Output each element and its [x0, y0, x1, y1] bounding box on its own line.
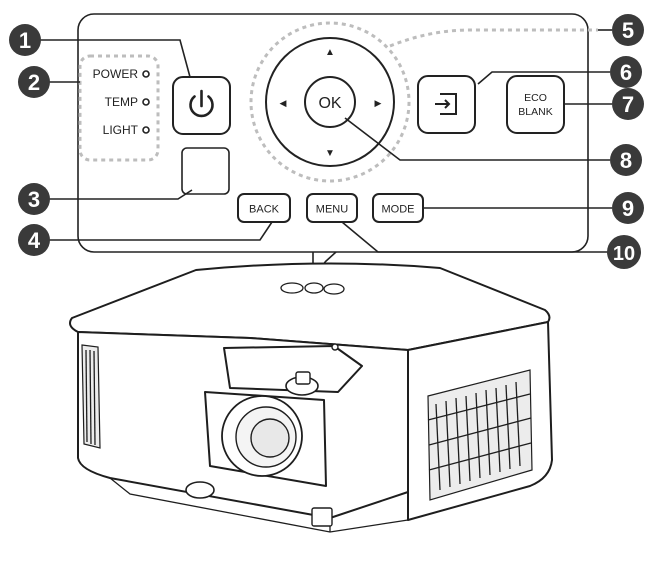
indicator-label-light: LIGHT [103, 123, 139, 137]
indicator-label-temp: TEMP [105, 95, 138, 109]
callout-6: 6 [610, 56, 642, 88]
temp-indicator-lamp [142, 98, 150, 106]
svg-text:9: 9 [622, 196, 634, 221]
dashed-extension [389, 28, 598, 48]
lens-cover [223, 345, 363, 393]
nav-right-arrow[interactable]: ▶ [375, 98, 382, 108]
power-indicator-lamp [142, 70, 150, 78]
callout-9: 9 [612, 192, 644, 224]
leader-line-4 [48, 221, 273, 241]
front-ir-receiver [311, 507, 333, 527]
adjuster-foot [185, 481, 215, 499]
leader-line-8 [344, 117, 610, 161]
top-indicator-dot [331, 343, 339, 351]
back-button[interactable] [237, 193, 291, 223]
projector-illustration [69, 262, 553, 533]
mode-button-label: MODE [382, 204, 415, 216]
svg-text:5: 5 [622, 18, 634, 43]
svg-text:7: 7 [622, 92, 634, 117]
svg-text:4: 4 [28, 228, 41, 253]
leader-line-6 [477, 71, 610, 85]
front-vent-grille [81, 344, 101, 449]
callout-3: 3 [18, 183, 50, 215]
nav-up-arrow[interactable]: ▲ [325, 47, 335, 58]
leader-line-3 [48, 189, 193, 200]
zoom-lever [295, 371, 311, 385]
ok-button[interactable] [304, 76, 356, 128]
light-indicator-lamp [142, 126, 150, 134]
eco-blank-label-line1: ECO [524, 92, 547, 104]
back-button-label: BACK [249, 204, 280, 216]
callout-7: 7 [612, 88, 644, 120]
indicator-group-outline [78, 54, 160, 162]
svg-text:3: 3 [28, 187, 40, 212]
svg-text:6: 6 [620, 60, 632, 85]
indicator-label-power: POWER [93, 67, 139, 81]
nav-left-arrow[interactable]: ◀ [280, 98, 287, 108]
svg-text:8: 8 [620, 148, 632, 173]
nav-down-arrow[interactable]: ▼ [325, 148, 335, 159]
callout-8: 8 [610, 144, 642, 176]
nav-pad-dashed-ring [249, 21, 411, 183]
svg-text:2: 2 [28, 70, 40, 95]
menu-button-label: MENU [316, 204, 348, 216]
callout-1: 1 [9, 24, 41, 56]
eco-blank-label-line2: BLANK [518, 106, 552, 118]
ir-sensor-window [181, 147, 230, 195]
power-icon [189, 89, 214, 118]
lens-inner [250, 418, 290, 458]
ok-button-label: OK [318, 95, 341, 112]
callout-4: 4 [18, 224, 50, 256]
leader-line-1 [38, 39, 191, 78]
source-input-icon [435, 93, 457, 115]
brand-logo-mark [280, 282, 345, 295]
leader-line-10 [341, 221, 610, 253]
side-vent-grille [427, 369, 533, 501]
callout-10: 10 [607, 235, 641, 269]
control-panel-outline [77, 13, 589, 253]
svg-text:1: 1 [19, 28, 31, 53]
callout-2: 2 [18, 66, 50, 98]
eco-blank-button[interactable] [506, 75, 565, 134]
menu-button[interactable] [306, 193, 358, 223]
svg-text:10: 10 [613, 243, 635, 265]
callout-5: 5 [612, 14, 644, 46]
